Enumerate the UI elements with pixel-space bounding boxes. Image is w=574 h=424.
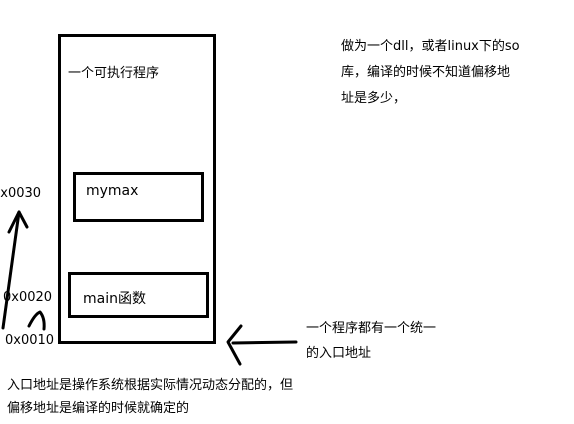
address-top-label: 0x0030 (0, 186, 42, 201)
arrow-offset-up-head (7, 210, 29, 234)
note-right-line: 做为一个dll，或者linux下的so (341, 39, 520, 54)
address-middle-label: 0x0020 (3, 290, 53, 305)
arrow-entry-line (231, 340, 298, 345)
note-right-line: 址是多少， (341, 91, 407, 106)
address-bottom-label: 0x0010 (5, 333, 55, 348)
bottom-note: 入口地址是操作系统根据实际情况动态分配的，但 偏移地址是编译的时候就确定的 (7, 375, 293, 417)
main-box-label: main函数 (83, 291, 146, 307)
note-right-line: 库，编译的时候不知道偏移地 (341, 65, 511, 80)
entry-note-line: 一个程序都有一个统一 (306, 321, 437, 336)
entry-note-line: 的入口地址 (306, 346, 372, 361)
mymax-box-label: mymax (86, 183, 139, 199)
arrow-offset-up (1, 210, 21, 330)
mymax-box (73, 172, 204, 222)
bottom-note-line: 偏移地址是编译的时候就确定的 (7, 401, 190, 416)
entry-note: 一个程序都有一个统一 的入口地址 (306, 318, 437, 361)
main-box (68, 272, 209, 318)
program-box-label: 一个可执行程序 (68, 66, 160, 81)
arrow-entry-head (226, 324, 243, 366)
program-box (58, 34, 216, 344)
note-right: 做为一个dll，或者linux下的so 库，编译的时候不知道偏移地 址是多少， (341, 36, 520, 106)
arrow-small-curve (27, 310, 46, 331)
bottom-note-line: 入口地址是操作系统根据实际情况动态分配的，但 (7, 378, 294, 393)
